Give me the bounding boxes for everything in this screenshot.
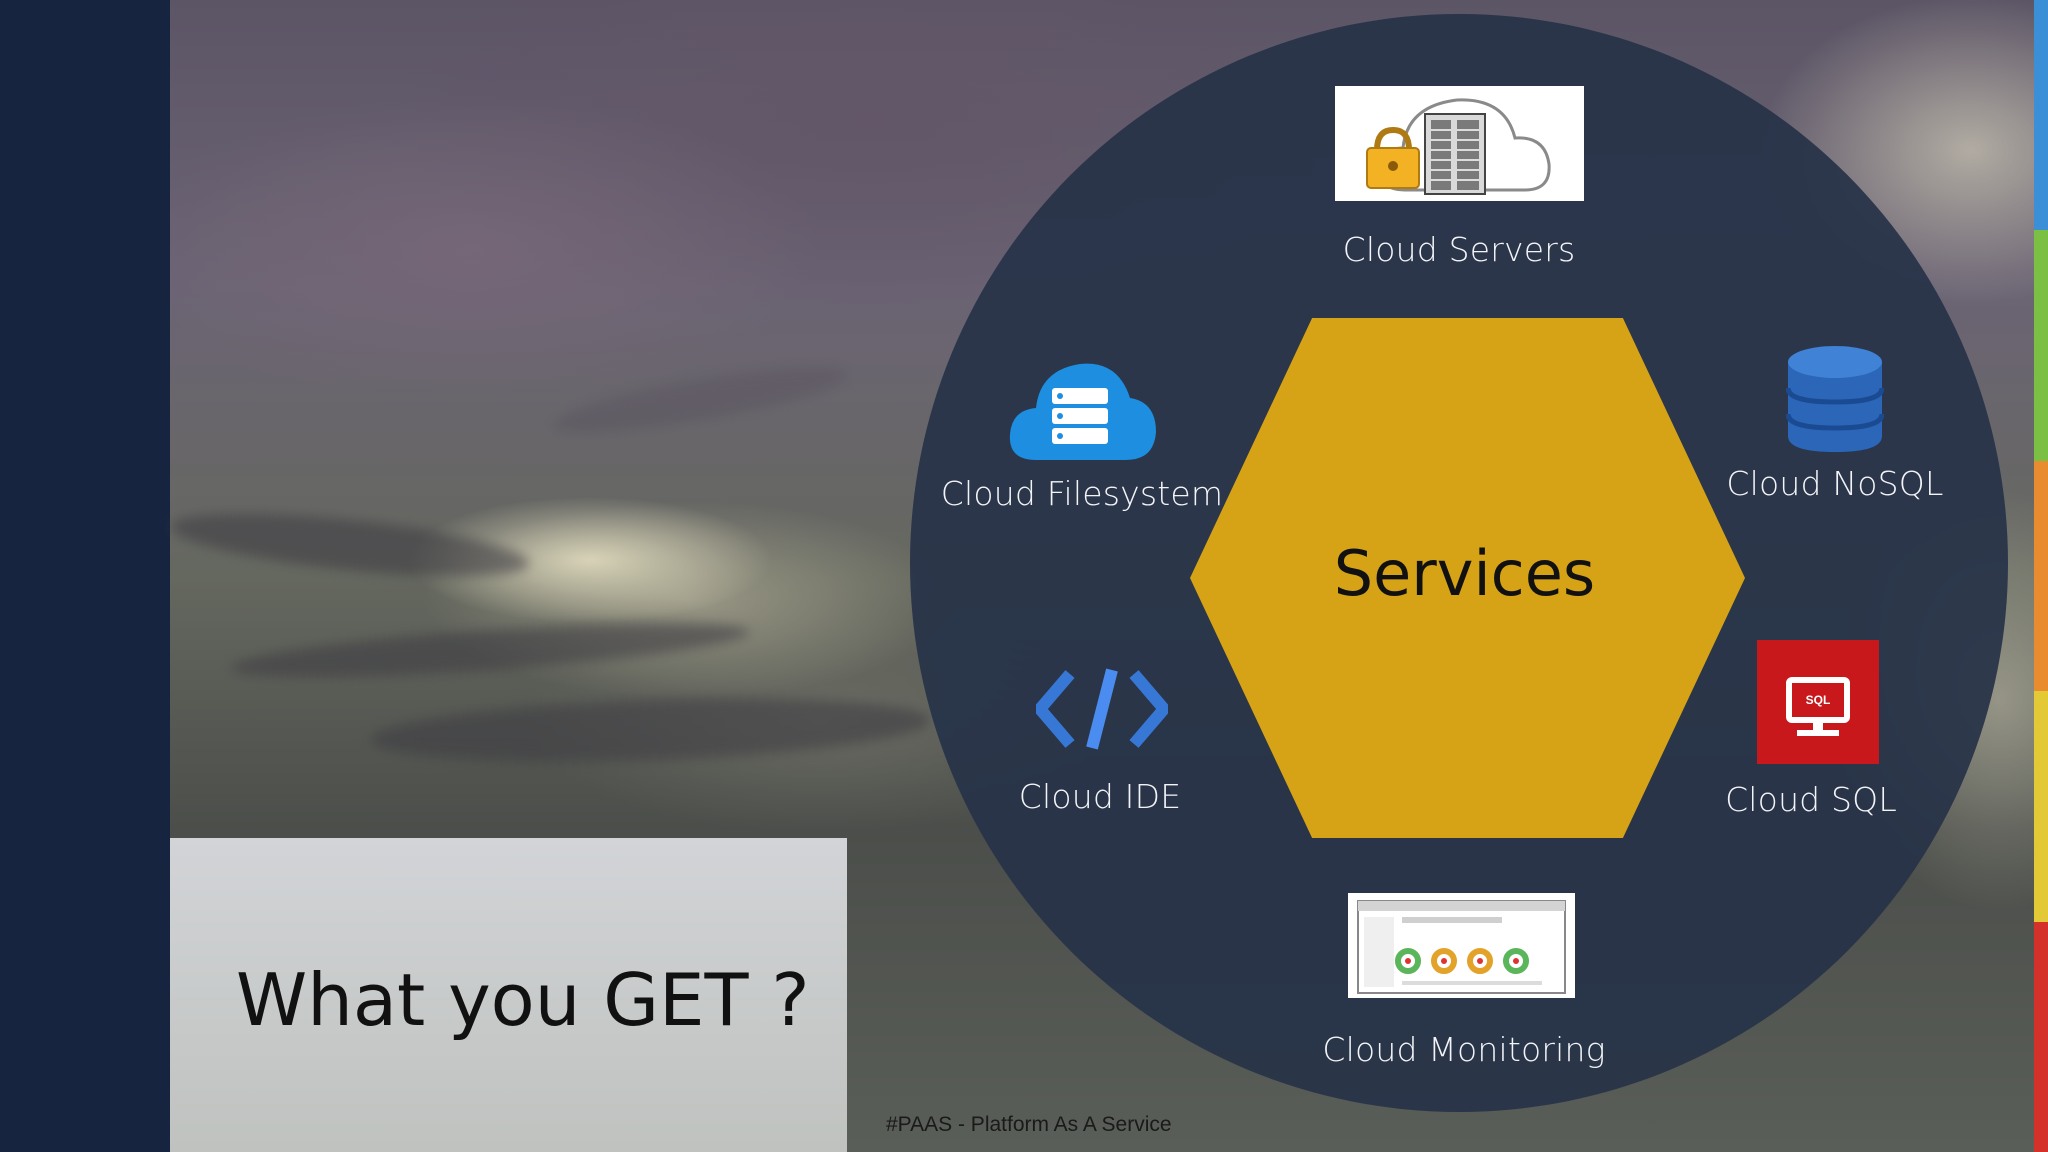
- cloud-storage-icon: [1006, 352, 1158, 464]
- title-box: What you GET ?: [170, 838, 847, 1152]
- sql-monitor-icon: SQL: [1757, 640, 1879, 764]
- left-band: [0, 0, 170, 1152]
- service-label-servers: Cloud Servers: [1342, 230, 1576, 269]
- service-label-ide: Cloud IDE: [1018, 777, 1182, 816]
- service-label-monitoring: Cloud Monitoring: [1322, 1030, 1606, 1069]
- slide-footer: #PAAS - Platform As A Service: [886, 1113, 1172, 1136]
- server-lock-cloud-icon: [1335, 86, 1584, 201]
- service-label-nosql: Cloud NoSQL: [1726, 464, 1944, 503]
- accent-color-strip: [2034, 0, 2048, 1152]
- services-hexagon: Services: [1190, 318, 1745, 838]
- services-title: Services: [1333, 536, 1596, 610]
- slide-title: What you GET ?: [236, 958, 810, 1042]
- service-label-filesystem: Cloud Filesystem: [940, 474, 1224, 513]
- service-label-sql: Cloud SQL: [1725, 780, 1897, 819]
- code-brackets-icon: [1032, 666, 1172, 752]
- dashboard-icon: [1348, 893, 1575, 998]
- sql-badge-text: SQL: [1805, 693, 1831, 707]
- database-icon: [1785, 344, 1885, 454]
